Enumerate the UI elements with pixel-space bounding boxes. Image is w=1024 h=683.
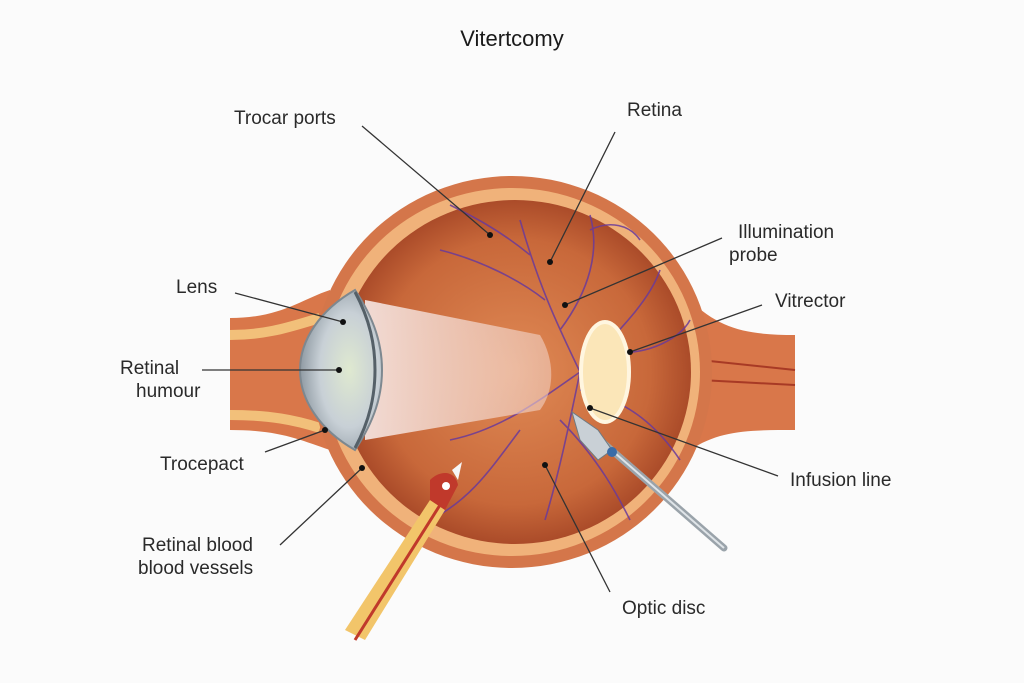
optic-disc-shape	[579, 320, 631, 424]
leader-lines	[202, 125, 779, 593]
label-trocepact: Trocepact	[160, 454, 244, 475]
infusion-probe-icon	[571, 410, 728, 552]
label-illumination-probe-line1: Illumination	[738, 222, 835, 243]
label-retina: Retina	[627, 100, 682, 121]
leader-dots	[322, 232, 633, 471]
label-infusion-line: Infusion line	[790, 470, 892, 491]
optic-nerve	[690, 300, 795, 450]
light-cone	[365, 300, 552, 440]
label-retinal-humour-line1: Retinal	[120, 358, 180, 379]
label-optic-disc: Optic disc	[622, 598, 706, 619]
diagram-title: Vitertcomy	[460, 26, 564, 51]
vitrector-tool-icon	[345, 462, 462, 641]
label-retinal-blood-vessels-line2: blood vessels	[138, 558, 254, 579]
label-illumination-probe-line2: probe	[729, 245, 778, 266]
label-lens: Lens	[176, 277, 218, 298]
label-trocar-ports: Trocar ports	[234, 108, 336, 129]
label-vitrector: Vitrector	[775, 291, 846, 312]
label-retinal-humour-line2: humour	[136, 381, 201, 402]
retinal-vessels	[429, 204, 691, 521]
label-retinal-blood-vessels-line1: Retinal blood	[142, 535, 253, 556]
